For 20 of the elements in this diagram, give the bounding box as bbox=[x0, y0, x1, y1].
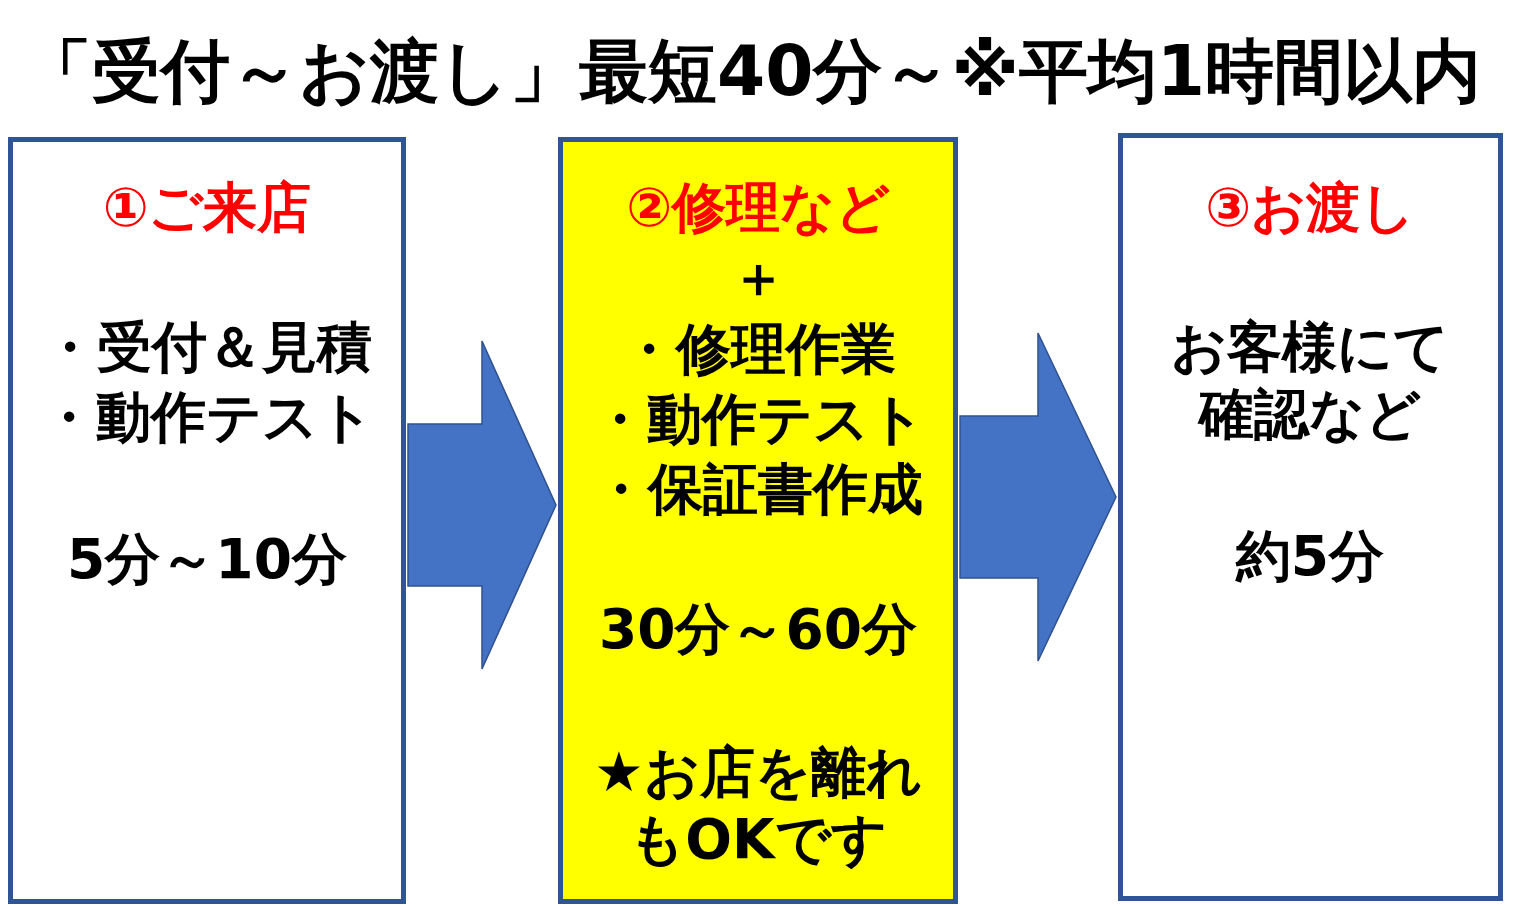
task-item: ・動作テスト bbox=[40, 384, 374, 452]
description-text: お客様にて確認など bbox=[1170, 313, 1450, 448]
block-arrow bbox=[959, 332, 1117, 662]
step-heading: ③お渡し bbox=[1205, 175, 1415, 241]
step-heading: ②修理など bbox=[626, 175, 890, 241]
step-box bbox=[558, 137, 958, 904]
task-item: ・修理作業 bbox=[620, 316, 896, 384]
title: 「受付～お渡し」最短40分～※平均1時間以内 bbox=[22, 32, 1482, 112]
step-heading: ①ご来店 bbox=[102, 175, 312, 241]
task-item: ・動作テスト bbox=[591, 386, 925, 454]
duration-text: 5分～10分 bbox=[67, 526, 347, 594]
duration-text: 約5分 bbox=[1235, 523, 1385, 591]
duration-text: 30分～60分 bbox=[598, 596, 918, 664]
block-arrow bbox=[407, 340, 557, 670]
task-item: ・受付＆見積 bbox=[42, 314, 372, 382]
plus-sign: ＋ bbox=[730, 244, 786, 312]
step-box bbox=[1118, 133, 1503, 901]
step-box bbox=[8, 137, 406, 904]
note-text: ★お店を離れもOKです bbox=[593, 738, 923, 873]
task-item: ・保証書作成 bbox=[593, 456, 923, 524]
